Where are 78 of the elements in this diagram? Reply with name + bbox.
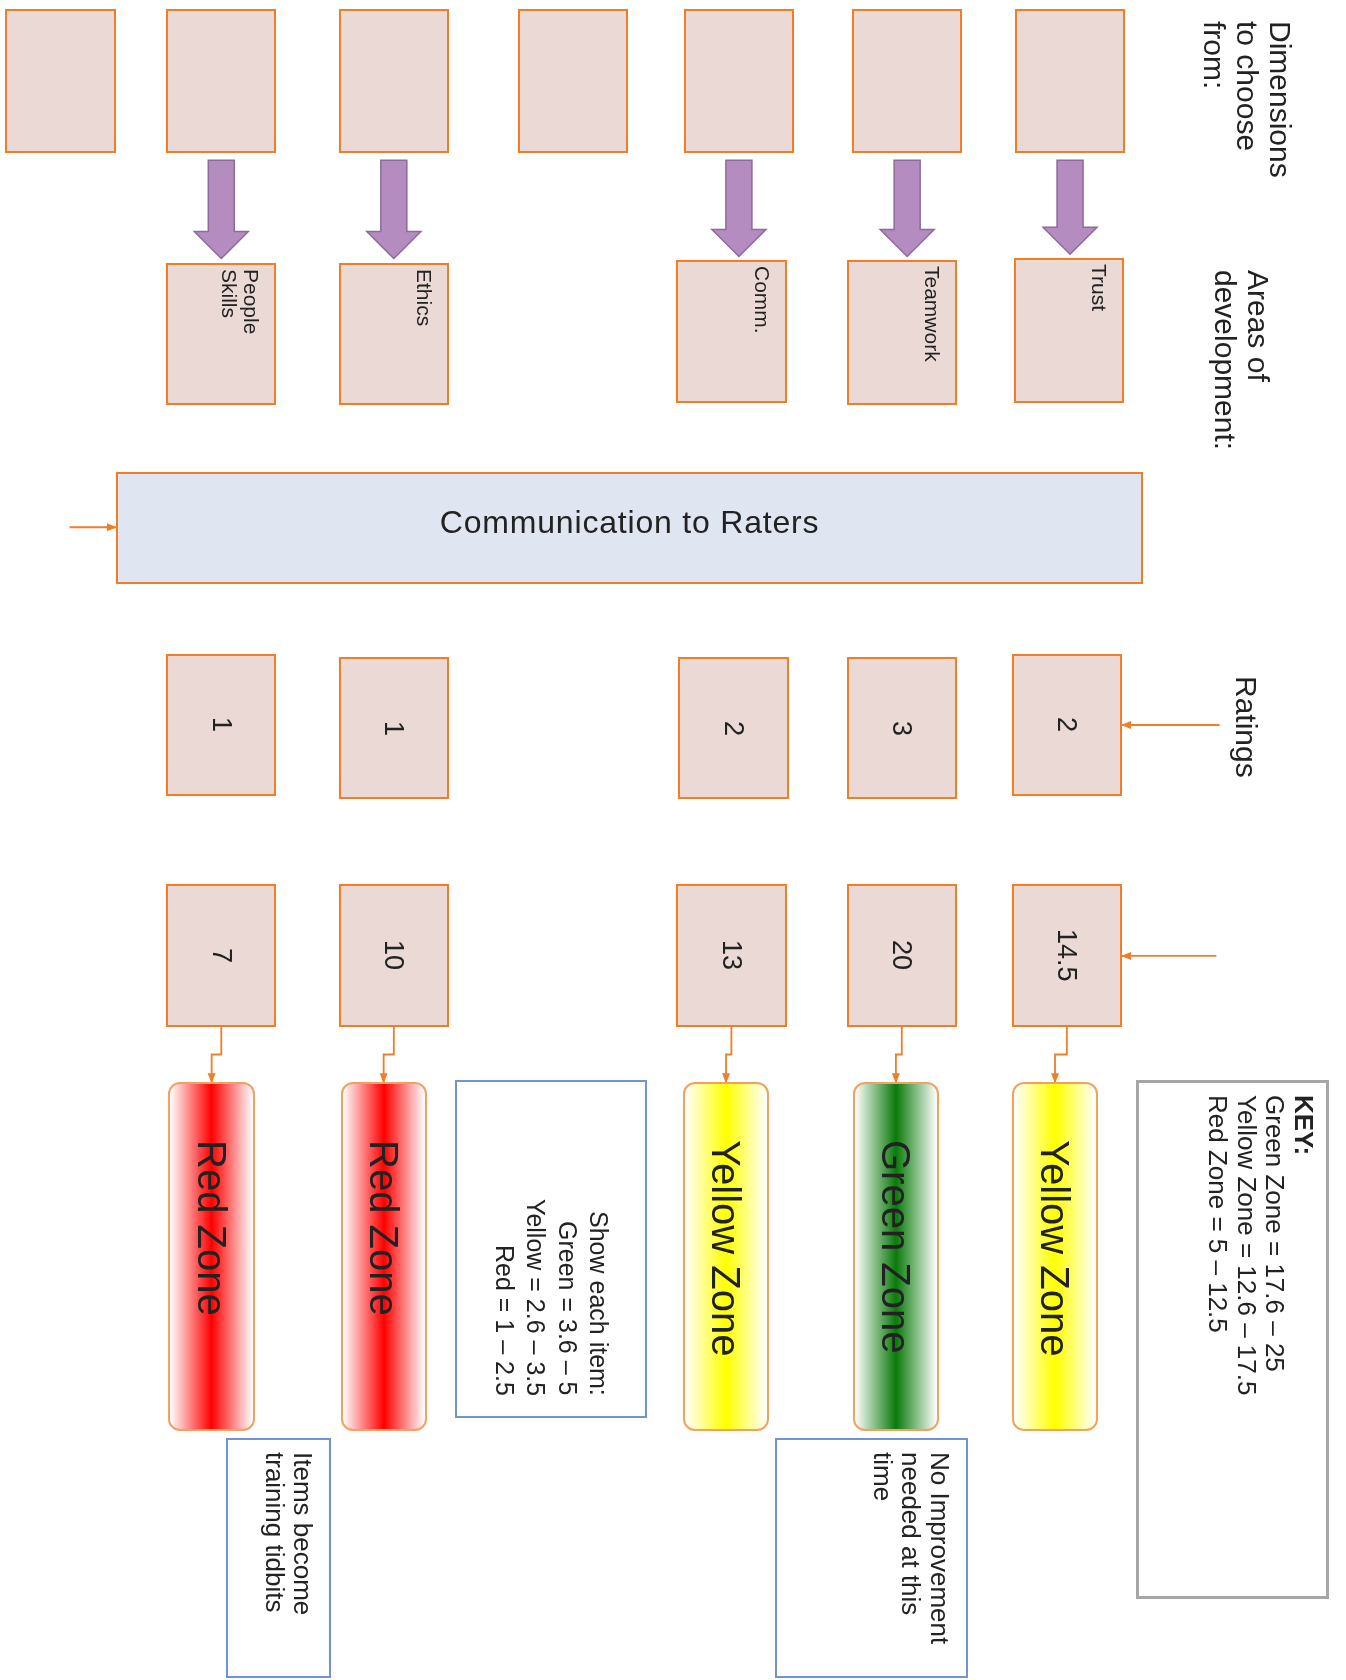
score-box xyxy=(676,884,787,1027)
zone-box xyxy=(1011,1082,1099,1431)
zone-box xyxy=(168,1082,256,1431)
block-arrow xyxy=(710,159,768,258)
score-box xyxy=(1011,653,1122,797)
arrow xyxy=(1051,1025,1068,1084)
area-box xyxy=(1013,258,1125,403)
arrow xyxy=(68,523,117,532)
key-heading: KEY: xyxy=(1289,1095,1318,1156)
area-box xyxy=(846,260,957,406)
zone-text: Red Zone xyxy=(191,1140,232,1317)
block-arrow xyxy=(878,159,936,258)
key-text: Green Zone = 17.6 – 25 xyxy=(1260,1095,1290,1373)
score-text: 10 xyxy=(378,940,411,971)
area-text: People Skills xyxy=(218,268,263,336)
score-text: 14.5 xyxy=(1051,929,1084,982)
score-box xyxy=(678,656,789,800)
zone-text: Green Zone xyxy=(875,1140,916,1354)
block-arrow xyxy=(1041,159,1099,256)
score-box xyxy=(338,656,449,800)
area-text: Comm. xyxy=(750,266,773,335)
score-text: 3 xyxy=(886,720,919,736)
area-text: Teamwork xyxy=(920,266,943,363)
zone-text: Yellow Zone xyxy=(706,1140,747,1357)
arrow xyxy=(207,1025,223,1084)
score-box xyxy=(166,884,277,1027)
score-box xyxy=(1011,884,1122,1027)
note-box xyxy=(455,1080,648,1418)
score-box xyxy=(166,653,277,797)
dimension-box xyxy=(5,8,116,154)
zone-text: Red Zone xyxy=(363,1140,404,1317)
key-text: Yellow Zone = 12.6 – 17.5 xyxy=(1232,1095,1261,1396)
score-box xyxy=(846,656,957,800)
area-text: Trust xyxy=(1088,264,1111,312)
area-text: Ethics xyxy=(412,268,435,326)
arrow xyxy=(722,1025,733,1084)
dimension-box xyxy=(683,8,795,154)
column-heading: Dimensions to choose from: xyxy=(1197,21,1297,181)
arrow xyxy=(379,1025,395,1084)
note-text: Show each item: xyxy=(584,1210,613,1396)
arrow xyxy=(891,1025,903,1084)
dimension-box xyxy=(338,8,449,154)
area-box xyxy=(166,262,277,406)
ratings-label: Ratings xyxy=(1228,675,1264,778)
dimension-box xyxy=(166,8,277,154)
note-text: No Improvement needed at this time xyxy=(867,1452,954,1647)
dimension-box xyxy=(851,8,963,154)
note-text: Green = 3.6 – 5 xyxy=(553,1221,581,1396)
dimension-box xyxy=(517,8,628,154)
area-box xyxy=(676,260,787,403)
communication-banner: Communication to Raters xyxy=(115,471,1144,585)
note-text: Items become training tidbits xyxy=(259,1452,318,1618)
score-text: 1 xyxy=(205,717,238,733)
score-box xyxy=(846,884,957,1027)
note-box xyxy=(774,1438,968,1679)
dimension-box xyxy=(1014,8,1126,154)
score-text: 13 xyxy=(715,940,748,971)
area-box xyxy=(338,262,449,406)
score-text: 2 xyxy=(717,720,750,736)
zone-text: Yellow Zone xyxy=(1035,1140,1076,1357)
arrow xyxy=(1121,951,1218,960)
score-text: 20 xyxy=(886,940,919,971)
score-text: 2 xyxy=(1051,717,1084,733)
zone-box xyxy=(682,1082,770,1431)
score-text: 1 xyxy=(378,720,411,736)
block-arrow xyxy=(365,159,423,260)
note-text: Yellow = 2.6 – 3.5 xyxy=(521,1198,550,1396)
zone-box xyxy=(340,1082,427,1431)
zone-box xyxy=(853,1082,939,1431)
score-text: 7 xyxy=(205,947,238,963)
arrow xyxy=(1121,721,1221,729)
note-text: Red = 1 – 2.5 xyxy=(490,1244,518,1396)
note-box xyxy=(226,1438,332,1679)
block-arrow xyxy=(192,159,251,260)
score-box xyxy=(338,884,449,1027)
key-box xyxy=(1135,1080,1329,1599)
key-text: Red Zone = 5 – 12.5 xyxy=(1203,1095,1233,1333)
column-heading: Areas of development: xyxy=(1209,270,1276,453)
